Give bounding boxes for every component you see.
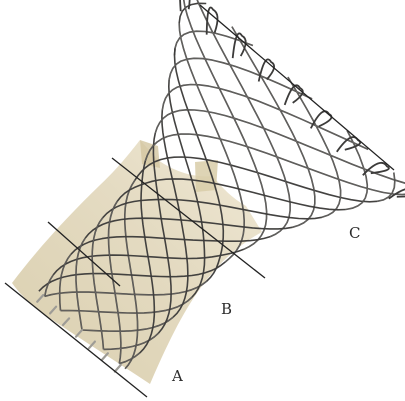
stent-wire [346, 131, 368, 210]
stent-wire [169, 58, 312, 99]
stent-crown-loop [363, 163, 389, 175]
stent-wire [162, 85, 368, 150]
stent-inflow-tab [115, 365, 121, 372]
stent-wire [155, 110, 405, 184]
stent-wire [155, 110, 405, 184]
section-label-c: C [349, 226, 360, 241]
section-label-b: B [221, 302, 232, 317]
reference-line-c [200, 5, 394, 170]
stent-wire [169, 58, 312, 99]
stent-wire [162, 85, 368, 150]
section-label-a: A [172, 369, 183, 384]
